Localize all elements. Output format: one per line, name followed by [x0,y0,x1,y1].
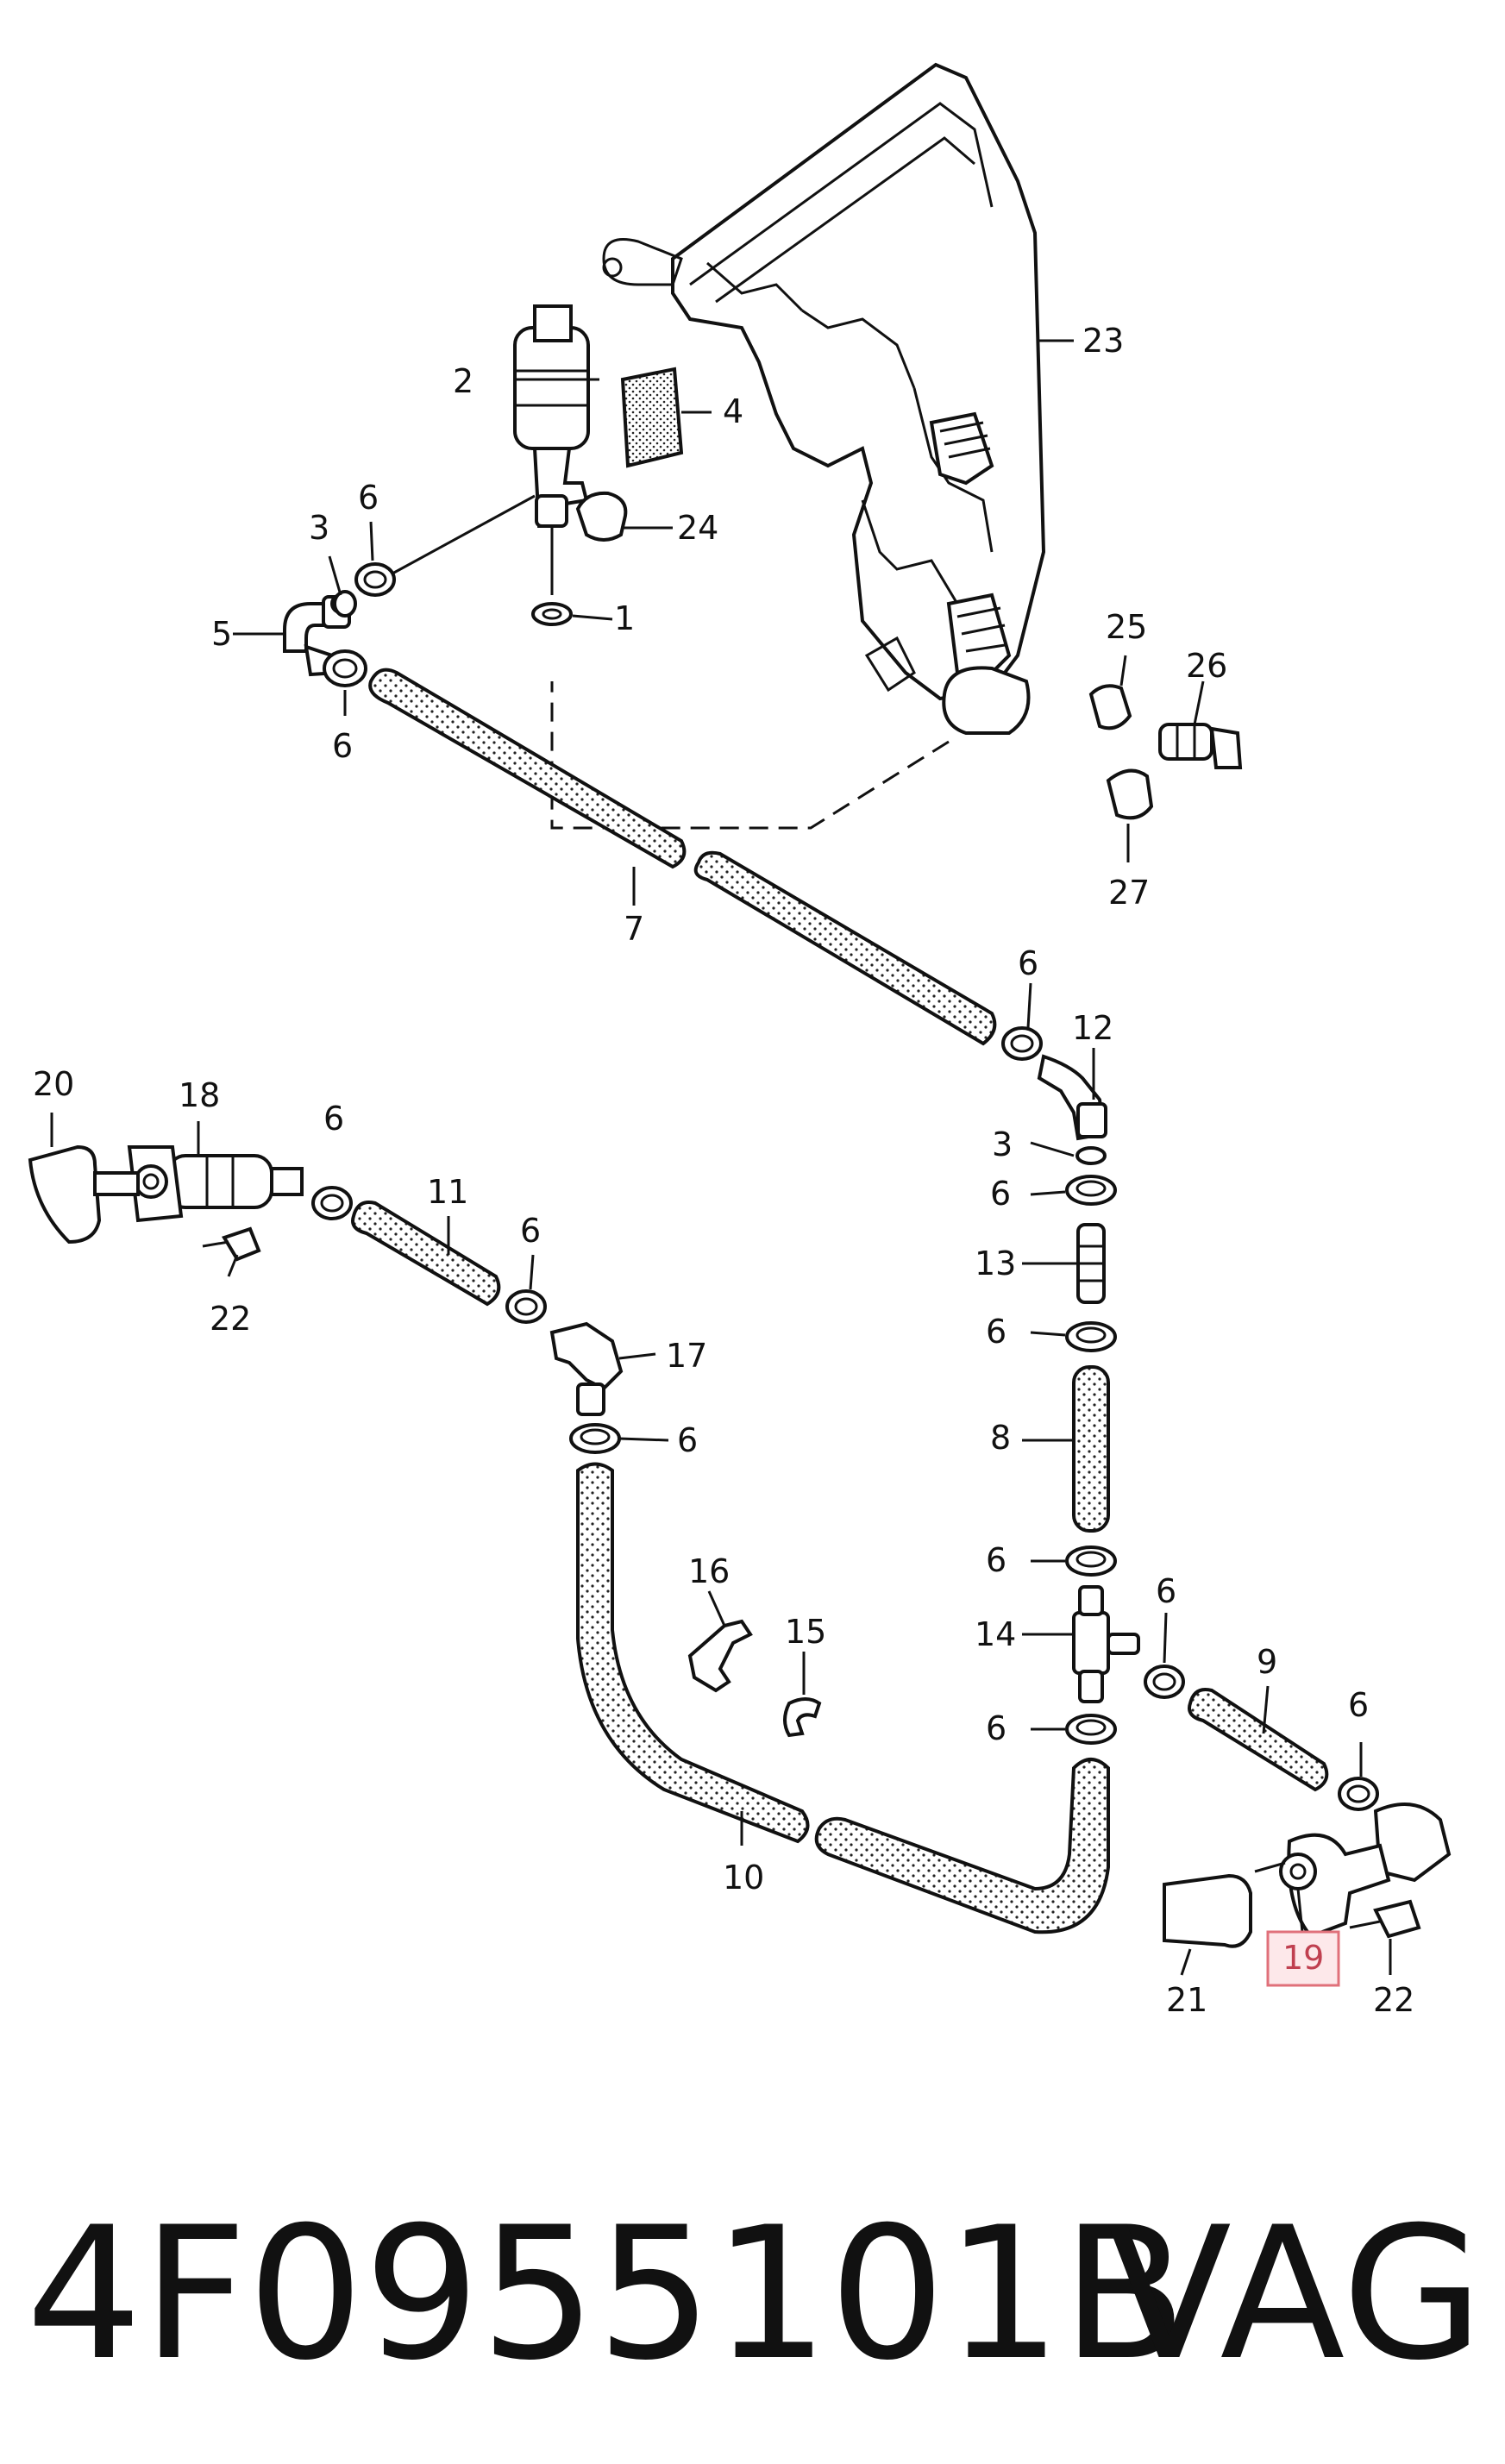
callout-10: 10 [723,1859,764,1897]
callout-11: 11 [427,1173,468,1211]
callout-18: 18 [179,1076,220,1114]
o-ring [1075,1146,1107,1165]
elbow-connector-12 [1037,1054,1107,1141]
callout-25: 25 [1106,608,1147,646]
plug [575,491,628,542]
hose-8 [1072,1365,1110,1533]
hose-clamp [1065,1545,1117,1577]
callout-6: 6 [986,1541,1006,1579]
callout-12: 12 [1072,1009,1113,1047]
callout-6: 6 [986,1313,1006,1351]
callout-2: 2 [453,362,473,400]
callout-16: 16 [688,1552,730,1590]
filter-screen [620,367,684,468]
callout-21: 21 [1166,1981,1207,2019]
highlight-box-19 [1266,1930,1340,1987]
clip-15 [783,1697,822,1738]
footer-caption: 4F0955101B VAG [26,2182,1483,2406]
callout-15: 15 [785,1613,826,1651]
hose-11 [351,1201,501,1307]
level-sensor-26 [1158,723,1243,769]
callout-22: 22 [1373,1981,1414,2019]
hose-clamp [1338,1777,1379,1811]
hose-clamp [354,562,396,597]
callout-27: 27 [1108,874,1150,912]
callout-23: 23 [1082,322,1124,360]
elbow-connector-17 [549,1321,624,1416]
cover-cap-20 [28,1144,102,1245]
callout-17: 17 [666,1337,707,1375]
hose-clamp [1001,1026,1043,1061]
callout-6: 6 [332,727,353,765]
washer-reservoir [550,62,1046,830]
callout-1: 1 [614,599,635,637]
cover-cap-21 [1163,1873,1252,1948]
hose-clamp [1065,1714,1117,1745]
callout-24: 24 [677,509,718,547]
t-connector-14 [1072,1585,1140,1703]
callout-14: 14 [975,1615,1016,1653]
washer-nozzle-19 [1254,1803,1452,1939]
callout-19: 19 [1282,1939,1324,1977]
hose-clamp [569,1423,621,1454]
callout-22: 22 [210,1300,251,1338]
grommet-27 [1106,768,1154,820]
hose-9 [1188,1688,1329,1792]
callout-8: 8 [990,1419,1011,1457]
callout-6: 6 [1348,1686,1369,1724]
hose-clamp [1065,1175,1117,1206]
bolt-22 [202,1226,261,1262]
brand-name: VAG [1106,2187,1483,2400]
callout-6: 6 [986,1709,1006,1747]
connector-13 [1076,1223,1106,1304]
callout-26: 26 [1186,647,1227,685]
callout-7: 7 [624,910,644,948]
part-number: 4F0955101B [26,2187,1188,2400]
callout-13: 13 [975,1245,1016,1282]
callout-5: 5 [211,615,232,653]
washer-nozzle-18 [93,1145,304,1223]
hose-clamp [311,1186,353,1220]
callout-6: 6 [1018,944,1038,982]
bolt-22 [1349,1899,1421,1939]
grommet-25 [1088,684,1132,730]
hose-clamp [505,1289,547,1324]
hose-10 [576,1462,1110,1934]
callout-6: 6 [990,1175,1011,1213]
hose-clamp [1065,1321,1117,1352]
hose-clamp [323,649,367,687]
hose-clamp [1144,1665,1185,1699]
leader-lines [50,339,1392,1976]
washer-pump [513,304,590,595]
callout-3: 3 [309,509,329,547]
callout-6: 6 [323,1100,344,1138]
callout-labels: 1 2 3 3 4 5 6 6 6 6 6 6 6 6 6 6 6 6 7 8 … [33,322,1414,2019]
callout-9: 9 [1257,1643,1277,1681]
seal-ring [531,602,573,626]
callout-3: 3 [992,1125,1013,1163]
callout-6: 6 [520,1212,541,1250]
callout-4: 4 [723,392,743,430]
elbow-connector-left [283,590,357,677]
clip-16 [687,1619,753,1693]
callout-6: 6 [1156,1572,1176,1610]
callout-6: 6 [358,479,379,517]
hose-7 [368,668,997,1046]
callout-20: 20 [33,1065,74,1103]
callout-6: 6 [677,1421,698,1459]
